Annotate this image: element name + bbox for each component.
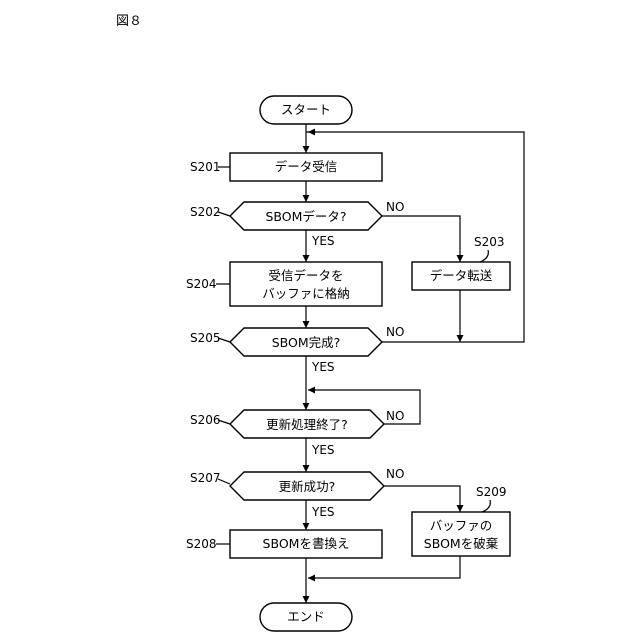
s202-yes-label: YES [311,234,335,248]
s205-no-label: NO [386,325,404,339]
end-terminal: エンド [260,603,352,631]
arrow-s202-no-to-s203 [382,216,460,262]
s205-yes-label: YES [311,360,335,374]
s202-step-label: S202 [190,205,221,219]
decision-s202: SBOMデータ? S202 NO YES [190,200,404,248]
s209-leader [482,500,490,512]
s208-text: SBOMを書換え [263,536,350,551]
s207-no-label: NO [386,467,404,481]
step-s203: データ転送 S203 [412,235,510,290]
s204-step-label: S204 [186,277,217,291]
step-s204: 受信データを バッファに格納 S204 [186,262,382,306]
arrow-s207-no-to-s209 [384,486,460,512]
s206-text: 更新処理終了? [266,417,348,432]
s209-text-line2: SBOMを破棄 [424,536,499,551]
start-terminal: スタート [260,96,352,124]
s209-text-line1: バッファの [430,518,493,533]
s206-step-label: S206 [190,413,221,427]
s209-step-label: S209 [476,485,507,499]
end-label: エンド [287,609,325,624]
decision-s207: 更新成功? S207 NO YES [190,467,404,519]
s207-step-label: S207 [190,471,221,485]
arrow-s209-to-end [308,556,460,578]
s202-no-label: NO [386,200,404,214]
step-s209: バッファの SBOMを破棄 S209 [412,485,510,556]
start-label: スタート [281,102,331,117]
s203-leader [480,250,488,262]
s201-text: データ受信 [275,159,338,174]
decision-s205: SBOM完成? S205 NO YES [190,325,404,374]
s206-yes-label: YES [311,443,335,457]
decision-s206: 更新処理終了? S206 NO YES [190,409,404,457]
s207-yes-label: YES [311,505,335,519]
step-s208: SBOMを書換え S208 [186,530,382,558]
s201-step-label: S201 [190,160,221,174]
s204-text-line1: 受信データを [268,268,343,283]
s202-text: SBOMデータ? [265,209,346,224]
s205-text: SBOM完成? [272,335,341,350]
s207-text: 更新成功? [279,479,336,494]
s205-step-label: S205 [190,331,221,345]
s208-step-label: S208 [186,537,217,551]
s203-step-label: S203 [474,235,505,249]
s204-text-line2: バッファに格納 [262,286,350,301]
step-s201: データ受信 S201 [190,153,382,181]
s203-text: データ転送 [430,268,493,283]
s206-no-label: NO [386,409,404,423]
